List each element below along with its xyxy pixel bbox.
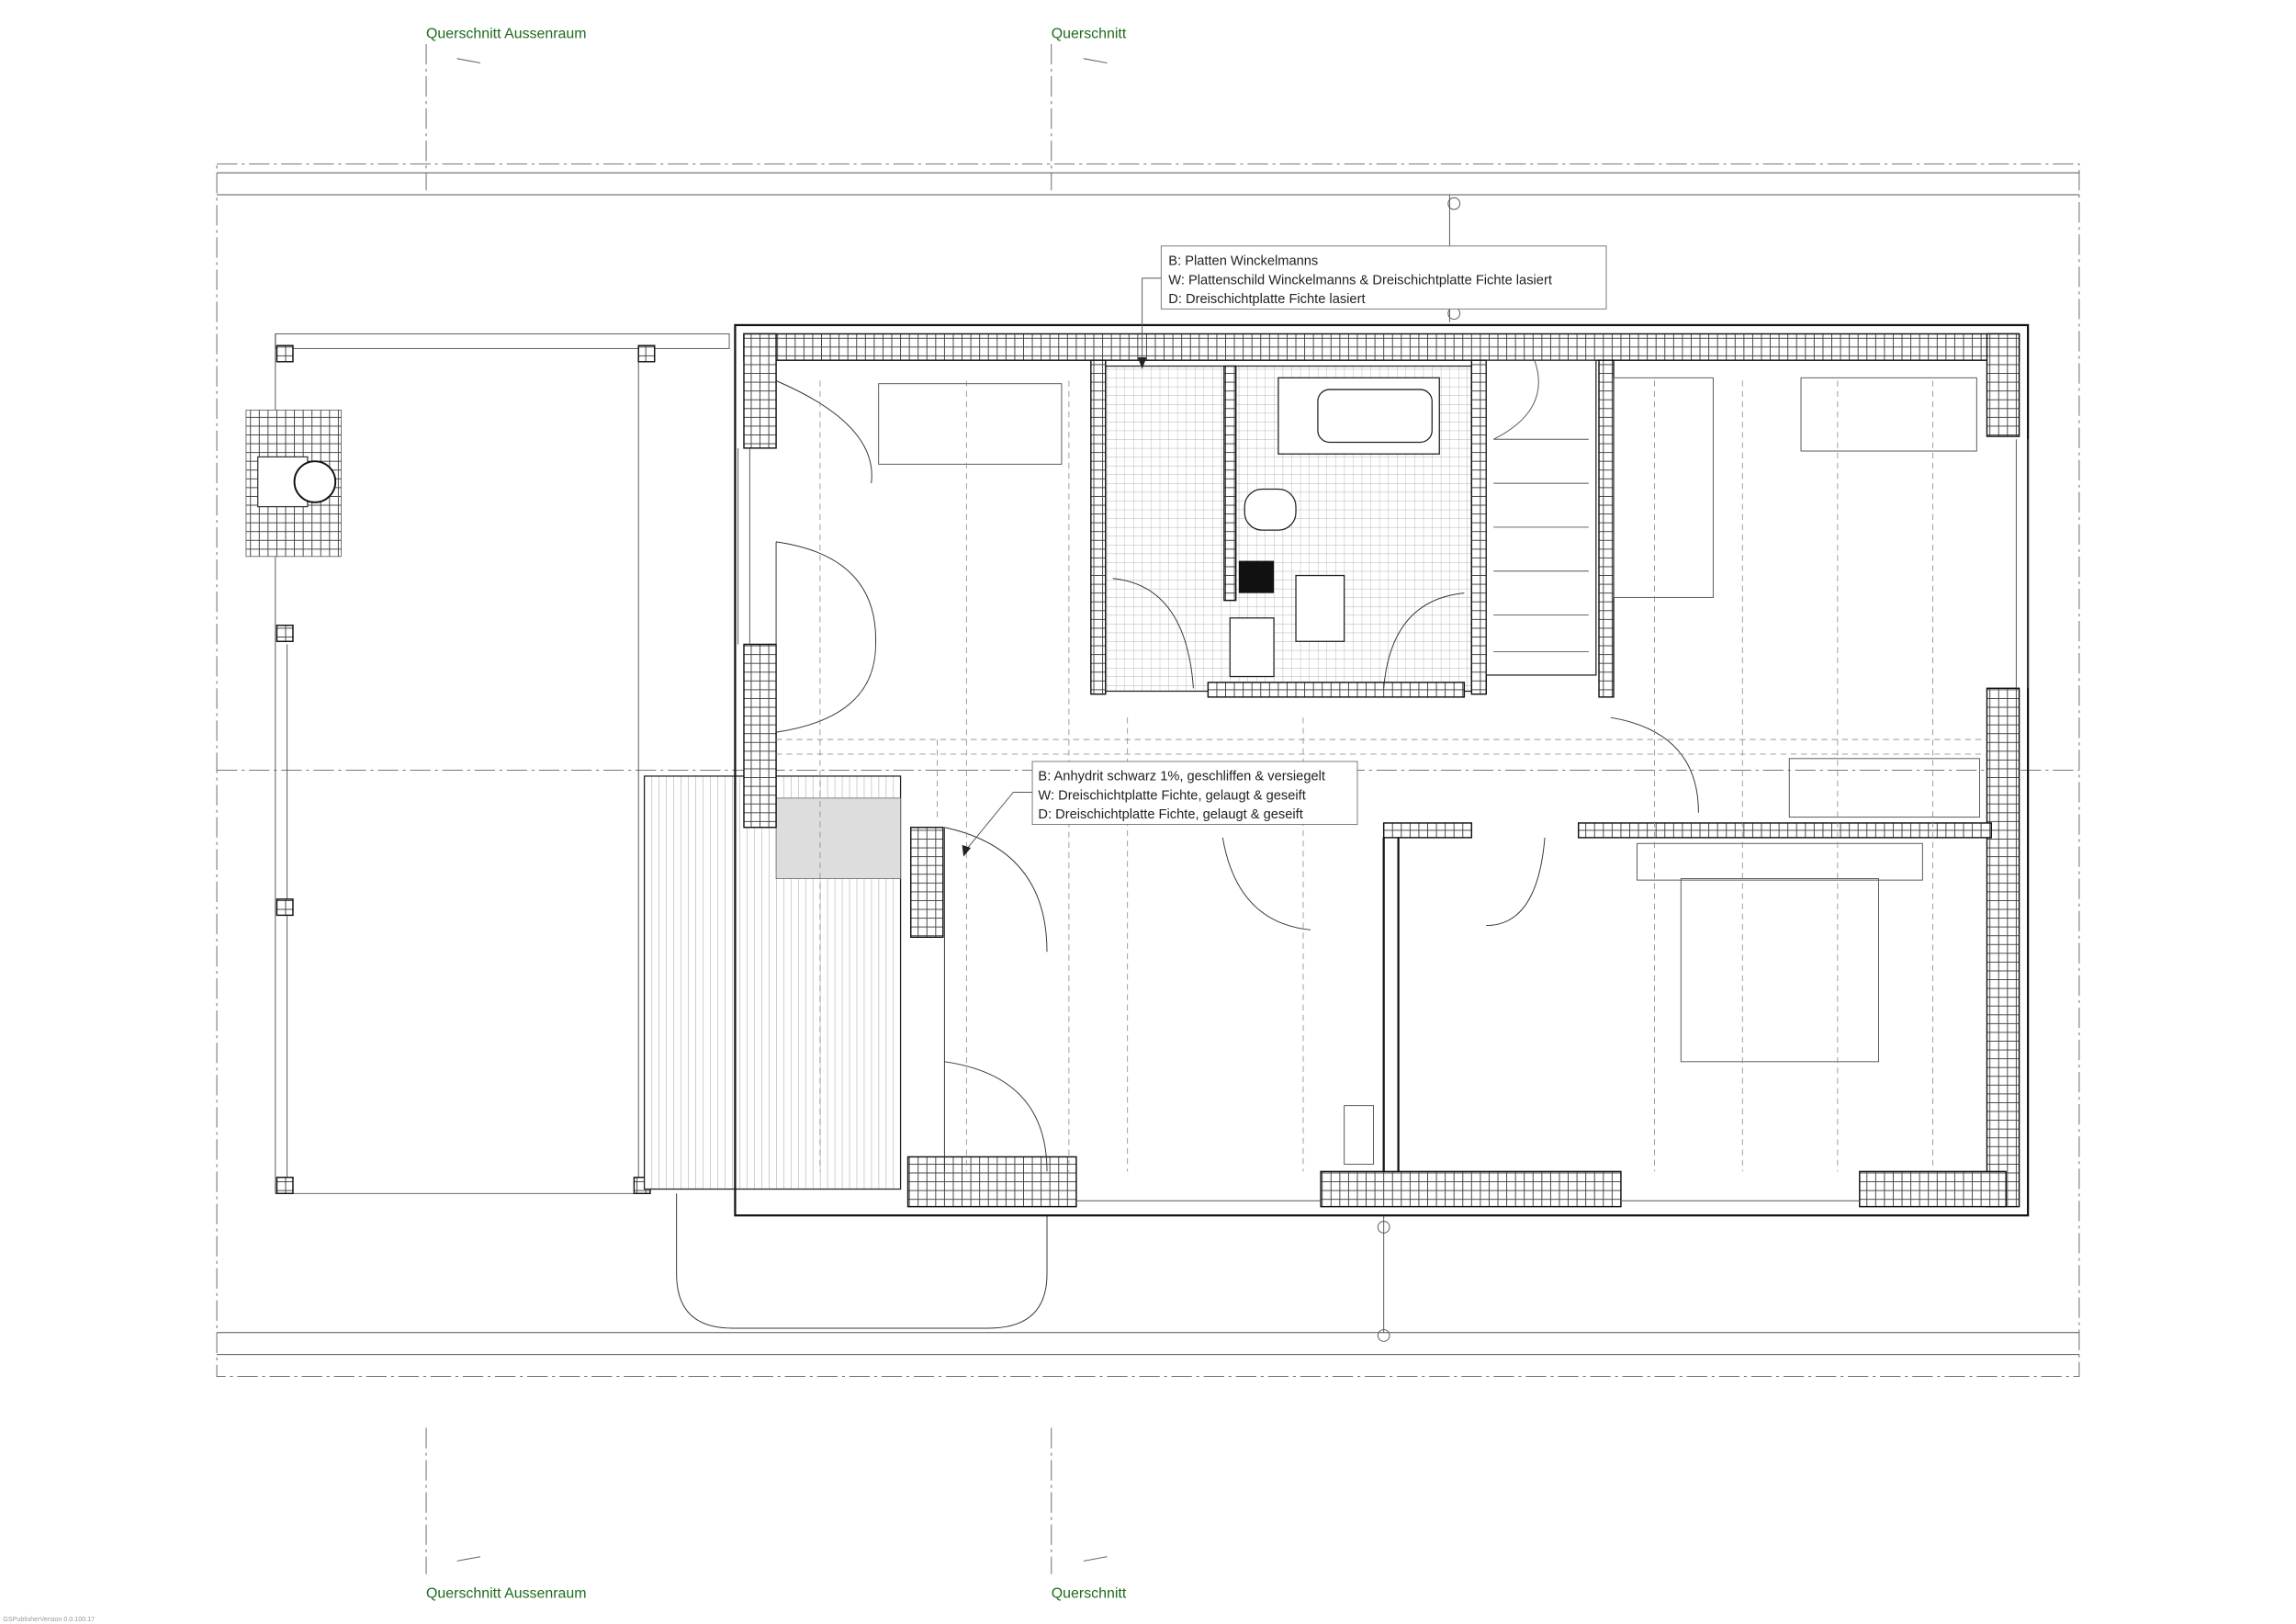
note-upper-line-1: B: Platten Winckelmanns — [1168, 254, 1318, 269]
building — [734, 323, 2030, 1217]
note-lower-line-2: W: Dreischichtplatte Fichte, gelaugt & g… — [1038, 788, 1305, 803]
note-lower-line-1: B: Anhydrit schwarz 1%, geschliffen & ve… — [1038, 770, 1325, 784]
section-markers — [425, 43, 1108, 1574]
section-label-top-left: Querschnitt Aussenraum — [426, 26, 587, 41]
staircase — [1485, 359, 1597, 676]
section-label-top-right: Querschnitt — [1052, 26, 1127, 41]
material-note-upper: B: Platten Winckelmanns W: Plattenschild… — [1137, 245, 1607, 369]
plot-boundary — [216, 164, 2080, 1378]
publisher-version: GSPublisherVersion 0.0.100.17 — [3, 1616, 95, 1623]
note-upper-line-3: D: Dreischichtplatte Fichte lasiert — [1168, 292, 1365, 307]
terrace — [245, 333, 1048, 1329]
section-label-bottom-right: Querschnitt — [1052, 1585, 1127, 1601]
shaft-icon — [1238, 560, 1275, 593]
material-note-lower: B: Anhydrit schwarz 1%, geschliffen & ve… — [962, 761, 1358, 857]
washbasin-icon — [1295, 574, 1345, 642]
stove-icon — [293, 460, 337, 503]
toilet-icon — [1244, 488, 1297, 531]
note-lower-line-3: D: Dreischichtplatte Fichte, gelaugt & g… — [1038, 807, 1302, 822]
note-upper-line-2: W: Plattenschild Winckelmanns & Dreischi… — [1168, 273, 1552, 288]
section-label-bottom-left: Querschnitt Aussenraum — [426, 1585, 587, 1601]
